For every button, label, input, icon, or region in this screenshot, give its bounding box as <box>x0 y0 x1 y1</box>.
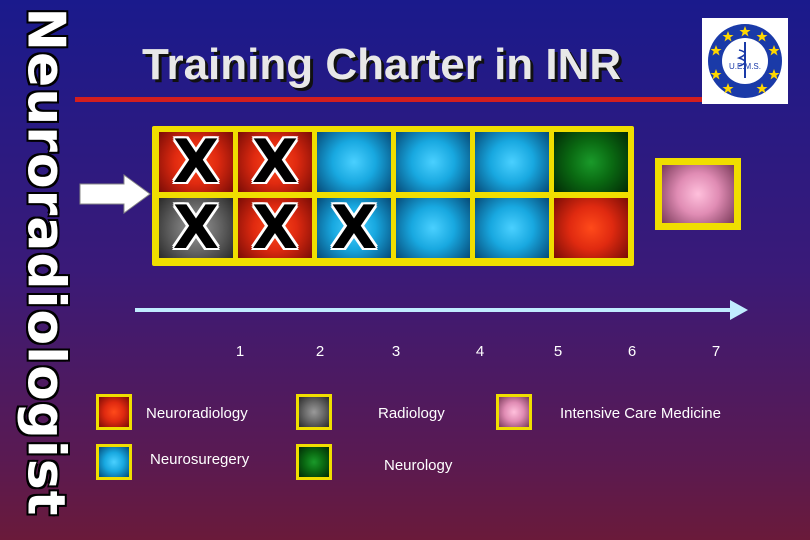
side-title: Neuroradiologist <box>10 7 82 516</box>
current-position-arrow-icon <box>79 174 151 214</box>
tick-year-5: 5 <box>553 343 563 360</box>
tick-year-6: 6 <box>627 343 637 360</box>
grid-cell-top-row-5 <box>475 132 549 192</box>
grid-cell-bottom-row-3: X <box>317 198 391 258</box>
grid-cell-bottom-row-1: X <box>159 198 233 258</box>
uems-logo-icon: U.E.M.S. <box>708 24 782 98</box>
grid-cell-top-row-3 <box>317 132 391 192</box>
legend-label-neurology: Neurology <box>384 457 453 474</box>
grid-cell-intensive-care <box>662 165 734 223</box>
completed-mark: X <box>251 193 299 263</box>
legend-swatch-neurosurgery <box>96 444 132 480</box>
tick-year-1: 1 <box>235 343 245 360</box>
completed-mark: X <box>172 193 220 263</box>
uems-logo: U.E.M.S. <box>702 18 788 104</box>
grid-cell-top-row-6 <box>554 132 628 192</box>
completed-mark: X <box>251 127 299 197</box>
grid-cell-bottom-row-6 <box>554 198 628 258</box>
completed-mark: X <box>330 193 378 263</box>
legend-label-radiology: Radiology <box>378 405 445 422</box>
legend-label-intensive-care: Intensive Care Medicine <box>560 405 721 422</box>
legend-label-neurosurgery: Neurosuregery <box>150 451 250 468</box>
timeline-arrow <box>135 300 748 320</box>
svg-text:U.E.M.S.: U.E.M.S. <box>729 62 761 71</box>
grid-cell-bottom-row-4 <box>396 198 470 258</box>
completed-mark: X <box>172 127 220 197</box>
tick-year-7: 7 <box>711 343 721 360</box>
title-underline <box>75 97 705 102</box>
grid-cell-bottom-row-2: X <box>238 198 312 258</box>
grid-cell-top-row-1: X <box>159 132 233 192</box>
tick-year-3: 3 <box>391 343 401 360</box>
legend-swatch-radiology <box>296 394 332 430</box>
legend-swatch-intensive-care <box>496 394 532 430</box>
page-title: Training Charter in INR <box>142 40 622 89</box>
legend-label-neuroradiology: Neuroradiology <box>146 405 248 422</box>
legend-swatch-neurology <box>296 444 332 480</box>
intensive-care-block <box>655 158 741 230</box>
grid-cell-top-row-4 <box>396 132 470 192</box>
tick-year-2: 2 <box>315 343 325 360</box>
tick-year-4: 4 <box>475 343 485 360</box>
grid-cell-top-row-2: X <box>238 132 312 192</box>
legend-swatch-neuroradiology <box>96 394 132 430</box>
grid-cell-bottom-row-5 <box>475 198 549 258</box>
side-title-text: Neuroradiologist <box>16 7 76 517</box>
